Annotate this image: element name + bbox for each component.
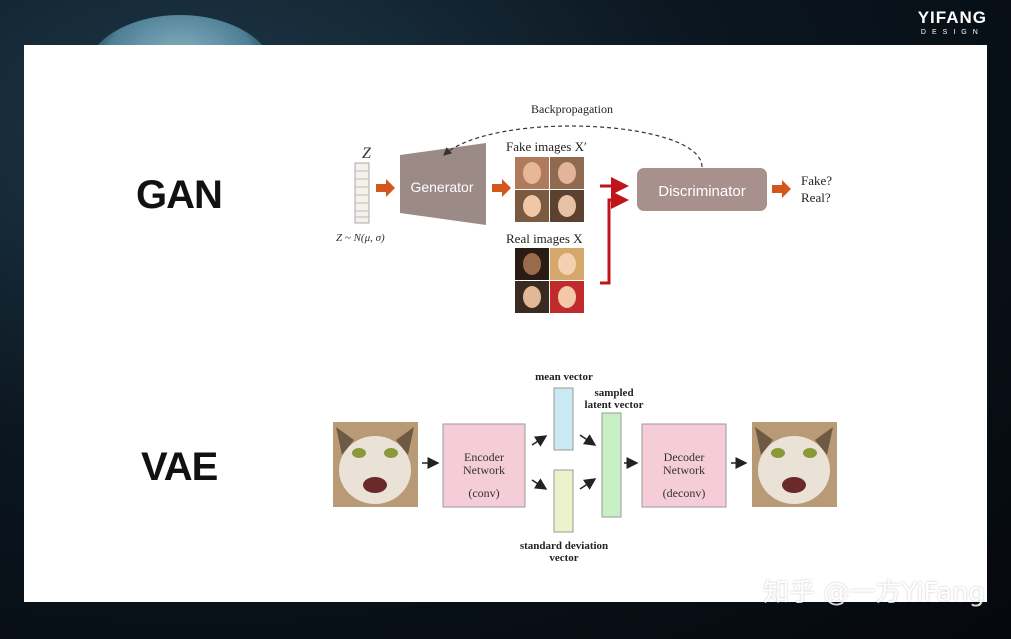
arrow-encoder-std	[531, 478, 548, 490]
discriminator-label: Discriminator	[658, 183, 746, 200]
z-distribution: Z ~ N(μ, σ)	[336, 232, 385, 244]
vae-diagram: Encoder Network (conv) mean vector stand…	[333, 371, 837, 564]
encoder-label-3: (conv)	[468, 486, 499, 500]
real-faces-grid	[515, 248, 584, 313]
mean-vector-label: mean vector	[535, 371, 593, 383]
slide: GAN VAE Z	[24, 45, 987, 602]
mean-vector	[553, 387, 574, 451]
backprop-label: Backpropagation	[531, 102, 613, 116]
encoder-block	[442, 423, 526, 508]
generator-block	[400, 143, 486, 225]
std-vector	[553, 469, 574, 533]
fake-faces-grid	[515, 157, 584, 222]
decoder-label-3: (deconv)	[663, 486, 706, 500]
arrow-mean-latent	[579, 434, 597, 446]
sampled-label-2: latent vector	[585, 399, 644, 411]
brand-logo: YIFANG DESIGN	[918, 8, 987, 36]
arrow-real-discriminator	[600, 191, 629, 285]
input-cat-image	[333, 422, 418, 507]
watermark: 知乎 @一方YiFang	[763, 578, 985, 608]
fake-images-label: Fake images X′	[506, 139, 587, 154]
z-vector	[354, 162, 370, 224]
discriminator-block	[637, 168, 767, 211]
std-vector-label-1: standard deviation	[520, 540, 608, 552]
output-real: Real?	[801, 190, 831, 205]
gan-diagram: Z Z ~ N(μ, σ) Generator Backpropagat	[336, 102, 832, 313]
decoder-block	[641, 423, 727, 508]
gan-heading: GAN	[136, 173, 223, 217]
brand-subtitle: DESIGN	[920, 29, 984, 36]
generator-label: Generator	[410, 179, 473, 195]
sampled-label-1: sampled	[594, 387, 633, 399]
arrow-generator-fake	[492, 179, 511, 197]
arrow-z-generator	[376, 179, 395, 197]
arrow-discriminator-output	[772, 180, 791, 198]
arrow-std-latent	[579, 478, 597, 490]
brand-name: YIFANG	[917, 8, 987, 27]
output-cat-image	[752, 422, 837, 507]
arrow-encoder-mean	[531, 435, 548, 447]
diagram-canvas: Z Z ~ N(μ, σ) Generator Backpropagat	[333, 102, 837, 564]
z-label: Z	[362, 145, 372, 162]
decoder-label-2: Network	[663, 463, 705, 477]
std-vector-label-2: vector	[549, 552, 578, 564]
vae-heading: VAE	[141, 445, 218, 489]
decoder-label-1: Decoder	[664, 450, 705, 464]
latent-vector	[601, 412, 622, 518]
real-images-label: Real images X	[506, 231, 583, 246]
encoder-label-1: Encoder	[464, 450, 504, 464]
backprop-arrow	[443, 125, 703, 168]
encoder-label-2: Network	[463, 463, 505, 477]
output-fake: Fake?	[801, 173, 832, 188]
